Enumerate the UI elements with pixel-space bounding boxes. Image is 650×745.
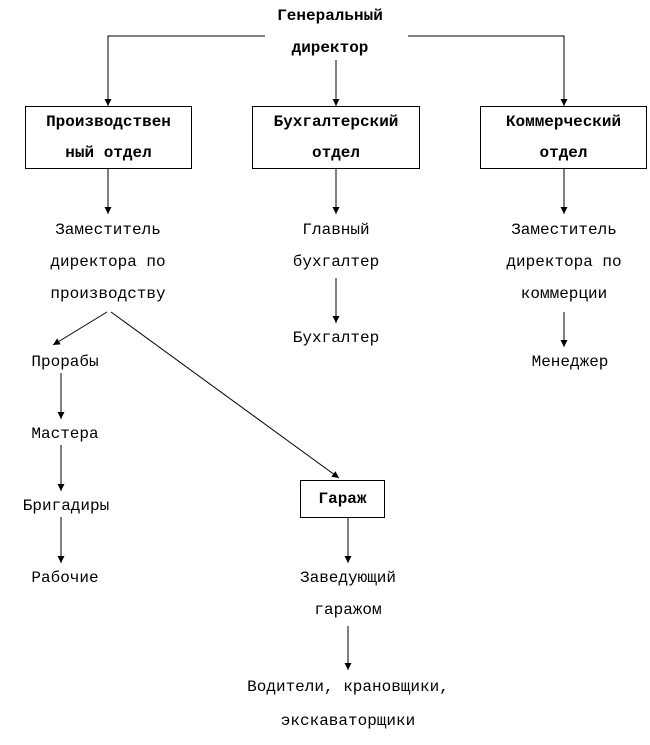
accounting-department-line2: отдел (311, 144, 360, 162)
commercial-department-line1: Коммерческий (505, 113, 622, 131)
chief-accountant-line2: бухгалтер (292, 253, 380, 271)
manager-node: Менеджер (490, 346, 650, 378)
accountant-node: Бухгалтер (256, 322, 416, 354)
general-director-line1: Генеральный (277, 7, 383, 25)
production-deputy-line3: производству (50, 285, 166, 303)
chief-accountant-line1: Главный (302, 221, 370, 239)
commercial-department-line2: отдел (539, 144, 588, 162)
commercial-department-box: Коммерческий отдел (480, 106, 647, 169)
garage-label: Гараж (318, 490, 367, 508)
connector-deputy-to-foremen (52, 311, 108, 346)
production-department-box: Производствен ный отдел (25, 106, 192, 169)
garage-head-line2: гаражом (314, 601, 382, 619)
connector-deputy-to-garage (110, 311, 340, 479)
commercial-deputy-line2: директора по (506, 253, 622, 271)
production-department-line1: Производствен (46, 113, 171, 131)
garage-head-line1: Заведующий (299, 569, 396, 587)
workers-label: Рабочие (31, 569, 99, 587)
commercial-deputy-line3: коммерции (520, 285, 608, 303)
commercial-deputy-node: Заместитель директора по коммерции (464, 214, 650, 310)
production-deputy-line2: директора по (50, 253, 166, 271)
brigadiers-node: Бригадиры (0, 490, 132, 522)
brigadiers-label: Бригадиры (22, 497, 110, 515)
masters-label: Мастера (31, 425, 99, 443)
connector-director-to-commercial (408, 35, 568, 106)
garage-staff-line2: экскаваторщики (280, 712, 416, 730)
workers-node: Рабочие (0, 562, 130, 594)
production-deputy-node: Заместитель директора по производству (8, 214, 208, 310)
accounting-department-box: Бухгалтерский отдел (252, 106, 420, 169)
commercial-deputy-line1: Заместитель (511, 221, 617, 239)
masters-node: Мастера (0, 418, 130, 450)
garage-head-node: Заведующий гаражом (260, 562, 436, 626)
foremen-node: Прорабы (0, 346, 130, 378)
connector-director-to-production (104, 35, 265, 106)
production-deputy-line1: Заместитель (55, 221, 161, 239)
garage-staff-line1: Водители, крановщики, (247, 678, 449, 696)
production-department-line2: ный отдел (65, 144, 152, 162)
accounting-department-line1: Бухгалтерский (273, 113, 399, 131)
garage-box: Гараж (300, 480, 385, 518)
manager-label: Менеджер (531, 353, 609, 371)
accountant-label: Бухгалтер (292, 329, 380, 347)
general-director-node: Генеральный директор (230, 0, 430, 64)
garage-staff-node: Водители, крановщики, экскаваторщики (210, 670, 486, 738)
chief-accountant-node: Главный бухгалтер (256, 214, 416, 278)
general-director-line2: директор (291, 39, 369, 57)
foremen-label: Прорабы (31, 353, 99, 371)
